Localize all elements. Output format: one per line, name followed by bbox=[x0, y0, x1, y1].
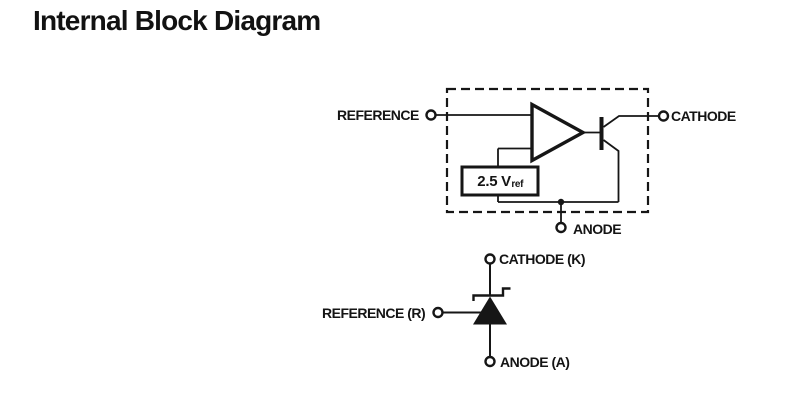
cathode-terminal-icon bbox=[657, 110, 670, 122]
symbol-cathode-bar-icon bbox=[472, 287, 511, 301]
device-boundary-dashed-box bbox=[445, 87, 650, 214]
shunt-regulator-symbol bbox=[432, 253, 511, 368]
symbol-cathode-label: CATHODE (K) bbox=[499, 251, 586, 267]
symbol-reference-label: REFERENCE (R) bbox=[322, 305, 426, 321]
reference-terminal-icon bbox=[425, 109, 437, 121]
cathode-label: CATHODE bbox=[671, 108, 736, 124]
opamp-triangle-icon bbox=[530, 101, 587, 164]
symbol-triangle-icon bbox=[473, 296, 507, 325]
symbol-cathode-terminal-icon bbox=[484, 253, 496, 265]
vref-value: 2.5 V bbox=[477, 172, 511, 190]
anode-terminal-icon bbox=[555, 221, 567, 234]
symbol-reference-terminal-icon bbox=[432, 306, 444, 319]
reference-label: REFERENCE bbox=[337, 107, 419, 123]
symbol-anode-label: ANODE (A) bbox=[500, 354, 570, 370]
anode-label: ANODE bbox=[573, 221, 622, 237]
symbol-anode-terminal-icon bbox=[484, 355, 496, 368]
internal-block-diagram bbox=[425, 87, 670, 234]
transistor-collector-lead bbox=[602, 115, 659, 128]
page-title: Internal Block Diagram bbox=[33, 5, 321, 36]
transistor-emitter-lead bbox=[602, 139, 620, 202]
vref-block bbox=[460, 165, 540, 197]
vref-subscript: ref bbox=[511, 179, 524, 190]
